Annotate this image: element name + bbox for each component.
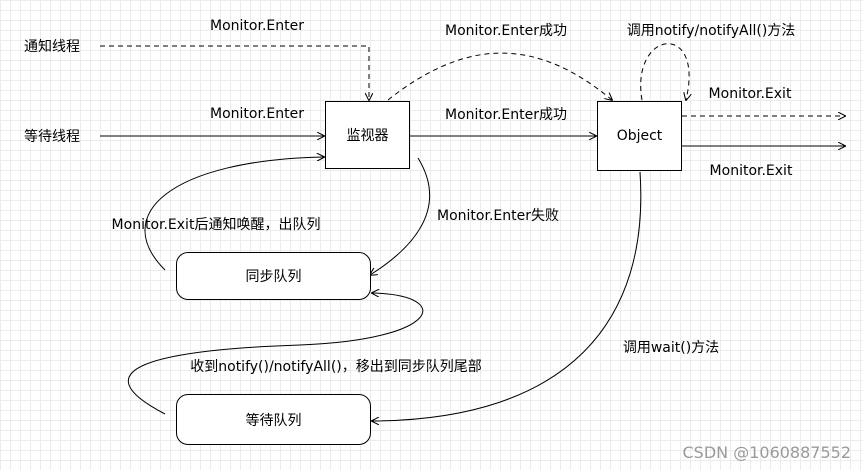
label-call-wait: 调用wait()方法 [622,340,720,356]
edge-notify-thread-enter [100,45,369,100]
node-wait-queue: 等待队列 [176,394,371,445]
label-enter-success-mid: Monitor.Enter成功 [445,107,567,123]
label-call-notify: 调用notify/notifyAll()方法 [626,23,796,39]
label-enter-success-top: Monitor.Enter成功 [445,23,567,39]
edge-exit-wake [144,157,324,271]
label-exit-bottom: Monitor.Exit [709,163,793,179]
actor-notify-thread: 通知线程 [24,39,80,55]
edge-enter-success-dashed [387,52,612,100]
label-exit-top: Monitor.Exit [708,86,792,102]
watermark: CSDN @1060887552 [682,443,852,462]
edge-notify-move [127,293,424,415]
node-monitor: 监视器 [325,101,410,169]
edge-enter-fail [370,157,431,275]
label-exit-wake: Monitor.Exit后通知唤醒，出队列 [111,217,321,233]
label-notify-enter: Monitor.Enter [210,18,304,34]
actor-wait-thread: 等待线程 [24,129,80,145]
label-wait-enter: Monitor.Enter [210,106,304,122]
label-notify-move: 收到notify()/notifyAll()，移出到同步队列尾部 [190,359,482,375]
edge-notify-self-loop [640,43,689,100]
edge-call-wait [372,171,642,421]
label-enter-fail: Monitor.Enter失败 [437,208,559,224]
node-object: Object [597,101,682,171]
node-sync-queue: 同步队列 [176,252,371,300]
